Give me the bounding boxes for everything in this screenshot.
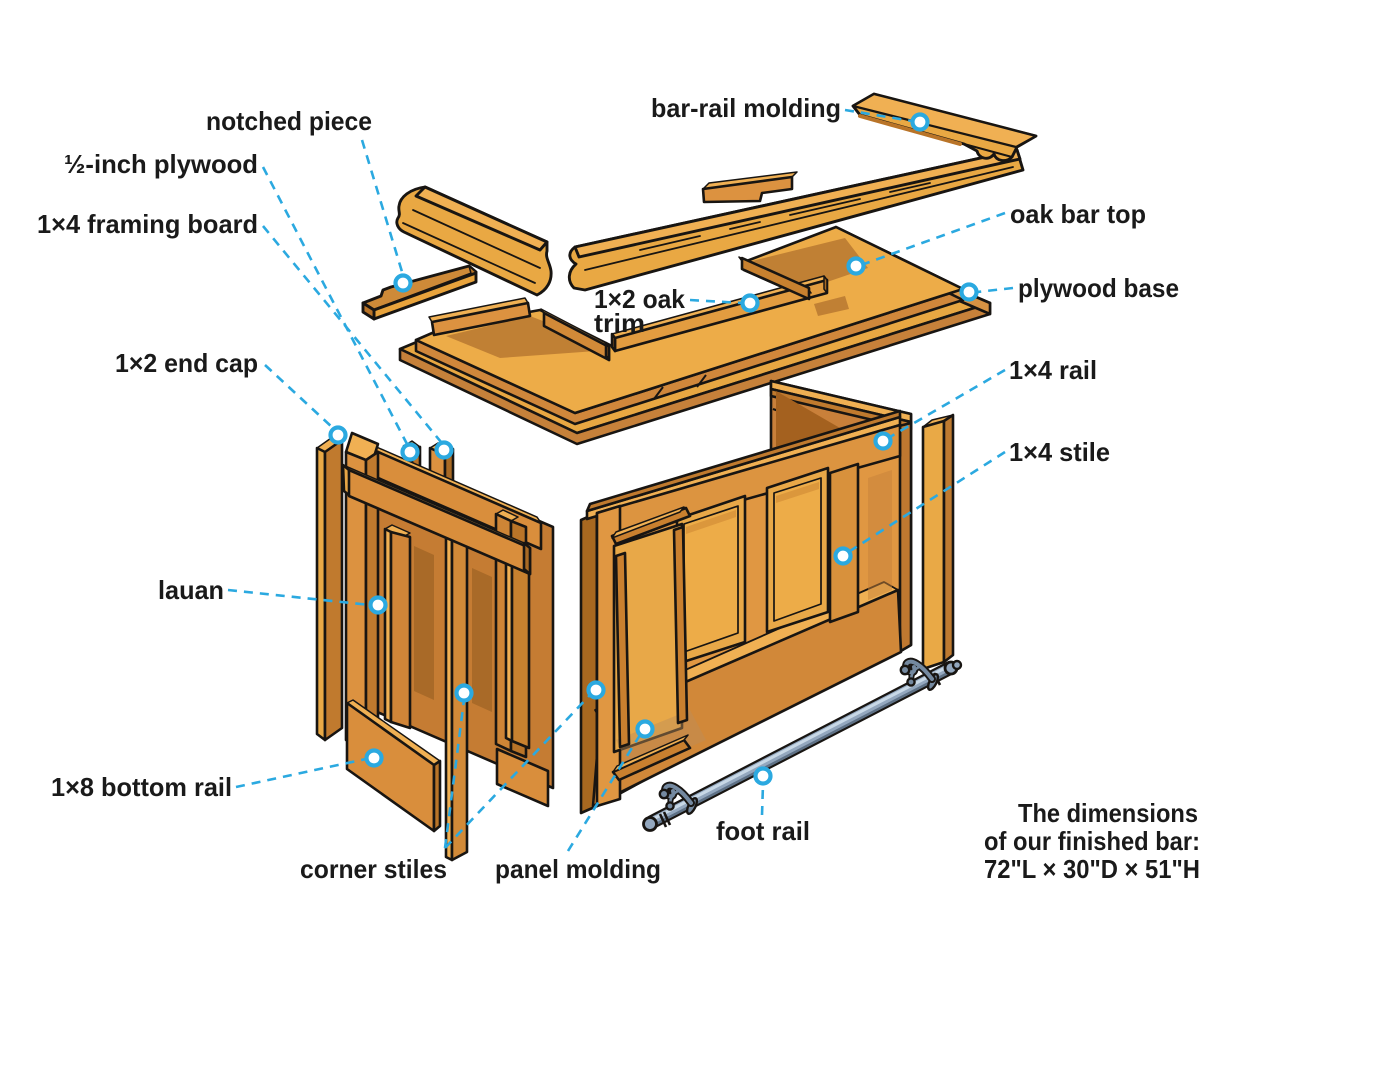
svg-text:notched piece: notched piece — [206, 106, 372, 136]
svg-text:panel molding: panel molding — [495, 854, 661, 884]
svg-text:1×4 framing board: 1×4 framing board — [37, 209, 258, 239]
svg-text:72"L × 30"D × 51"H: 72"L × 30"D × 51"H — [984, 854, 1200, 884]
svg-text:½-inch plywood: ½-inch plywood — [64, 149, 258, 179]
svg-text:The dimensions: The dimensions — [1018, 798, 1198, 828]
svg-text:foot rail: foot rail — [716, 816, 810, 846]
svg-text:lauan: lauan — [158, 575, 224, 605]
svg-text:trim: trim — [594, 308, 645, 338]
svg-text:corner stiles: corner stiles — [300, 854, 447, 884]
svg-text:1×4 rail: 1×4 rail — [1009, 355, 1097, 385]
svg-text:1×8 bottom rail: 1×8 bottom rail — [51, 772, 232, 802]
svg-text:plywood base: plywood base — [1018, 273, 1179, 303]
svg-text:of our finished bar:: of our finished bar: — [984, 826, 1200, 856]
svg-text:oak bar top: oak bar top — [1010, 199, 1146, 229]
svg-text:1×4 stile: 1×4 stile — [1009, 437, 1110, 467]
svg-text:1×2 oak: 1×2 oak — [594, 284, 686, 314]
svg-text:bar-rail molding: bar-rail molding — [651, 93, 841, 123]
svg-text:1×2 end cap: 1×2 end cap — [115, 348, 258, 378]
